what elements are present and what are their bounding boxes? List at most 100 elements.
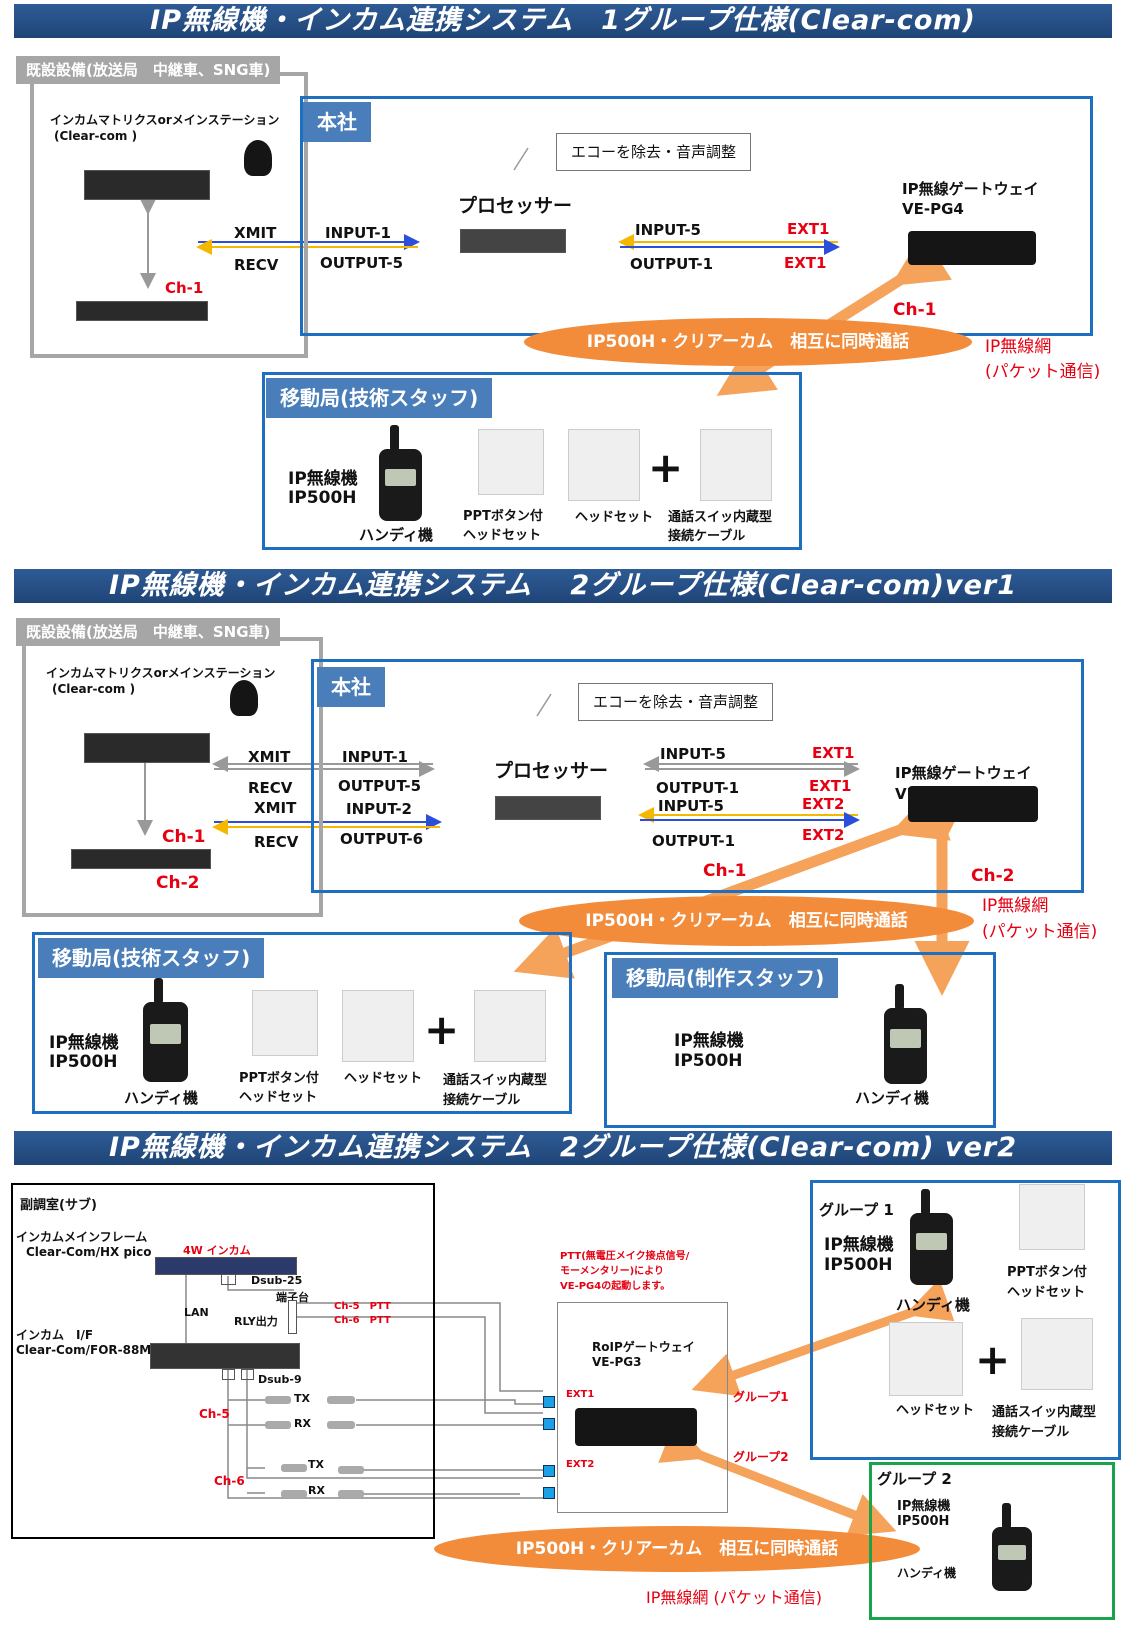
s2-matrix-device bbox=[71, 849, 211, 869]
s1-intercom-device bbox=[84, 170, 210, 200]
s3-xlr-4 bbox=[327, 1421, 355, 1429]
s3-g1-radio-icon bbox=[910, 1189, 953, 1285]
s3-roip-device bbox=[575, 1408, 697, 1446]
s1-headset-icon bbox=[244, 140, 272, 176]
s2-r-in5b: INPUT-5 bbox=[658, 797, 724, 815]
s2-prod-radio-l1: IP無線機 bbox=[674, 1031, 744, 1051]
s3-g1-radio-l1: IP無線機 bbox=[824, 1235, 894, 1255]
s2-mobile-tab: 移動局(技術スタッフ) bbox=[38, 938, 265, 978]
s2-xmit1: XMIT bbox=[248, 748, 291, 766]
s1-radio-icon bbox=[379, 425, 422, 521]
s1-intercom-sub: (Clear-com ) bbox=[54, 129, 138, 143]
s2-prod-radio-l2: IP500H bbox=[674, 1051, 743, 1071]
s1-intercom-label: インカムマトリクスorメインステーション bbox=[50, 113, 280, 127]
s1-headset: ヘッドセット bbox=[575, 510, 654, 525]
s3-roip-l1: RoIPゲートウェイ bbox=[592, 1340, 695, 1354]
s1-mobile-box bbox=[262, 372, 802, 550]
s2-ipnet-l1: IP無線網 bbox=[982, 896, 1049, 916]
s1-ellipse: IP500H・クリアーカム 相互に同時通話 bbox=[524, 318, 972, 366]
s2-banner: IP無線機・インカム連携システム 2グループ仕様(Clear-com)ver1 bbox=[14, 569, 1112, 603]
s3-port-1 bbox=[543, 1396, 555, 1408]
s1-in5: INPUT-5 bbox=[635, 221, 701, 239]
s2-cable-l1: 通話スイッ内蔵型 bbox=[443, 1073, 548, 1088]
s3-terminal-block bbox=[288, 1300, 297, 1334]
s3-ptt-note-l2: モーメンタリー)により bbox=[560, 1266, 664, 1277]
s2-cable-image bbox=[474, 990, 546, 1062]
s1-radio-l1: IP無線機 bbox=[288, 469, 358, 489]
s3-rly: RLY出力 bbox=[234, 1315, 278, 1328]
s3-tx1: TX bbox=[294, 1392, 310, 1405]
s3-xlr-5 bbox=[281, 1464, 307, 1472]
s2-in1: INPUT-1 bbox=[342, 748, 408, 766]
s2-prod-radio-icon bbox=[884, 984, 927, 1084]
s1-ipnet-l1: IP無線網 bbox=[985, 337, 1052, 357]
s3-ch6: Ch-6 bbox=[214, 1474, 245, 1488]
s2-ppt-l2: ヘッドセット bbox=[239, 1090, 318, 1105]
s2-ch1-left: Ch-1 bbox=[162, 827, 206, 847]
s1-handy: ハンディ機 bbox=[359, 526, 433, 544]
s3-g1-title: グループ 1 bbox=[819, 1201, 894, 1219]
s3-g2-radio-icon bbox=[992, 1503, 1032, 1591]
s1-gateway-l2: VE-PG4 bbox=[902, 200, 964, 218]
s1-ipnet-l2: (パケット通信) bbox=[985, 362, 1101, 382]
s1-cable-image bbox=[700, 429, 772, 501]
s2-processor-device bbox=[495, 796, 601, 820]
s3-4w: 4W インカム bbox=[183, 1244, 251, 1257]
s3-g1-headset-image bbox=[889, 1322, 963, 1396]
s2-out5: OUTPUT-5 bbox=[338, 777, 422, 795]
s2-intercom-device bbox=[84, 733, 210, 763]
s3-g1-cable-image bbox=[1021, 1318, 1093, 1390]
s3-xlr-1 bbox=[265, 1396, 291, 1404]
s3-xlr-3 bbox=[327, 1396, 355, 1404]
s1-out5: OUTPUT-5 bbox=[320, 254, 404, 272]
s3-g1-radio-l2: IP500H bbox=[824, 1255, 893, 1275]
s2-hq-tab: 本社 bbox=[317, 667, 385, 707]
s2-headset-image bbox=[342, 990, 414, 1062]
s3-wiring bbox=[185, 1259, 543, 1499]
s2-prod-handy: ハンディ機 bbox=[855, 1089, 929, 1107]
s1-headset-image bbox=[568, 429, 640, 501]
s3-terminal: 端子台 bbox=[276, 1291, 309, 1304]
s3-if-l2: Clear-Com/FOR-88M bbox=[16, 1343, 152, 1357]
s2-ext2a: EXT2 bbox=[802, 795, 845, 813]
s1-ppt-l1: PPTボタン付 bbox=[463, 509, 543, 524]
s3-plus: + bbox=[975, 1335, 1011, 1384]
s3-tx2: TX bbox=[308, 1458, 324, 1471]
s1-ext1a: EXT1 bbox=[787, 220, 830, 238]
s1-callout: エコーを除去・音声調整 bbox=[556, 133, 752, 171]
s3-g1-cable-l2: 接続ケーブル bbox=[992, 1425, 1070, 1440]
s3-ipnet: IP無線網 (パケット通信) bbox=[646, 1588, 822, 1607]
s2-recv1: RECV bbox=[248, 779, 293, 797]
s2-prod-box bbox=[604, 952, 996, 1128]
s2-gateway-device bbox=[908, 786, 1038, 822]
s2-radio-l2: IP500H bbox=[49, 1052, 118, 1072]
s2-out6: OUTPUT-6 bbox=[340, 830, 424, 848]
s3-xlr-7 bbox=[338, 1466, 364, 1474]
s2-cable-l2: 接続ケーブル bbox=[443, 1093, 521, 1108]
s3-group2-box bbox=[869, 1462, 1115, 1620]
s3-g1-ppt-l1: PPTボタン付 bbox=[1007, 1265, 1087, 1280]
s3-group1-arrow bbox=[691, 1278, 955, 1397]
s3-group2-label: グループ2 bbox=[733, 1450, 789, 1464]
s1-ppt-l2: ヘッドセット bbox=[463, 528, 542, 543]
s3-ext1: EXT1 bbox=[566, 1389, 595, 1400]
s2-ch1-mid: Ch-1 bbox=[703, 861, 747, 881]
s3-port-3 bbox=[543, 1465, 555, 1477]
s2-r-out1b: OUTPUT-1 bbox=[652, 832, 736, 850]
s3-roip-l2: VE-PG3 bbox=[592, 1355, 642, 1369]
s2-recv2: RECV bbox=[254, 833, 299, 851]
s2-radio-l1: IP無線機 bbox=[49, 1033, 119, 1053]
s3-if-device bbox=[150, 1343, 300, 1369]
s1-ch1-right: Ch-1 bbox=[893, 300, 937, 320]
s3-g1-handy: ハンディ機 bbox=[896, 1296, 970, 1314]
s2-callout: エコーを除去・音声調整 bbox=[578, 683, 774, 721]
s3-ch5-ptt: Ch-5 PTT bbox=[334, 1301, 391, 1312]
s3-ch5: Ch-5 bbox=[199, 1407, 230, 1421]
s1-hq-tab: 本社 bbox=[303, 102, 371, 142]
s2-gateway-l1: IP無線ゲートウェイ bbox=[895, 764, 1032, 782]
s1-radio-l2: IP500H bbox=[288, 488, 357, 508]
s1-ext1b: EXT1 bbox=[784, 254, 827, 272]
s3-group1-label: グループ1 bbox=[733, 1390, 789, 1404]
s2-ch2-right: Ch-2 bbox=[971, 866, 1015, 886]
s2-headset: ヘッドセット bbox=[344, 1071, 423, 1086]
